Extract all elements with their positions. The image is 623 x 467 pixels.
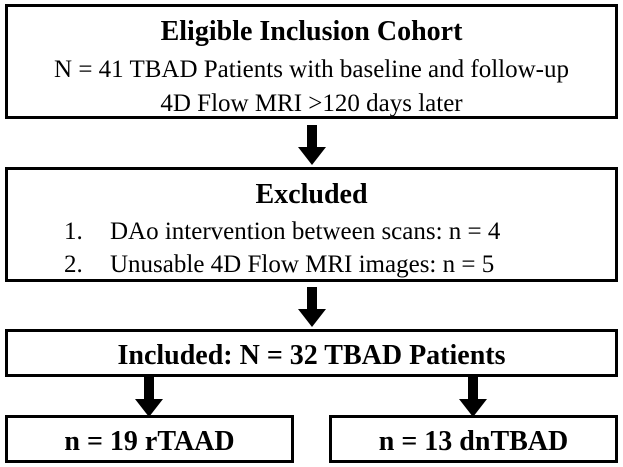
excluded-item-text: DAo intervention between scans: n = 4 bbox=[110, 218, 501, 245]
eligible-cohort-box: Eligible Inclusion Cohort N = 41 TBAD Pa… bbox=[5, 4, 618, 119]
excluded-box: Excluded 1. DAo intervention between sca… bbox=[5, 167, 618, 282]
dntbad-group-label: n = 13 dnTBAD bbox=[378, 426, 569, 457]
down-arrow-icon bbox=[298, 125, 326, 165]
excluded-title: Excluded bbox=[255, 179, 368, 210]
excluded-item-text: Unusable 4D Flow MRI images: n = 5 bbox=[110, 251, 495, 278]
down-arrow-icon bbox=[298, 287, 326, 327]
down-arrow-icon bbox=[135, 377, 163, 417]
excluded-item-number: 1. bbox=[64, 218, 83, 245]
dntbad-group-box: n = 13 dnTBAD bbox=[329, 415, 618, 463]
down-arrow-icon bbox=[459, 377, 487, 417]
included-box: Included: N = 32 TBAD Patients bbox=[5, 329, 618, 377]
excluded-item-number: 2. bbox=[64, 251, 83, 278]
cohort-line-1: N = 41 TBAD Patients with baseline and f… bbox=[54, 56, 569, 83]
cohort-title: Eligible Inclusion Cohort bbox=[160, 16, 463, 47]
rtaad-group-box: n = 19 rTAAD bbox=[5, 415, 294, 463]
included-title: Included: N = 32 TBAD Patients bbox=[117, 340, 506, 371]
rtaad-group-label: n = 19 rTAAD bbox=[64, 426, 235, 457]
cohort-line-2: 4D Flow MRI >120 days later bbox=[160, 90, 463, 117]
